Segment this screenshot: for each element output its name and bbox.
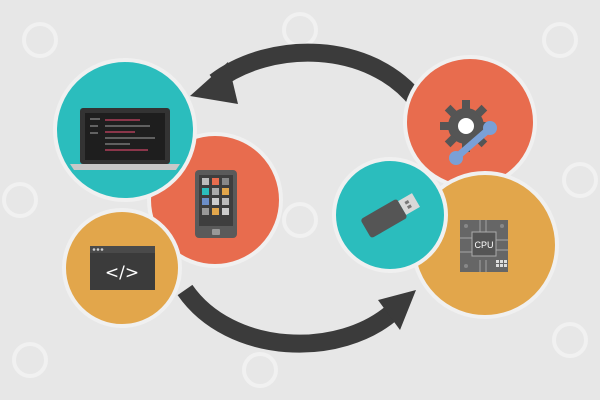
usb-drive-icon (361, 193, 420, 238)
top-arrow (190, 43, 426, 108)
bottom-arrow (177, 284, 416, 353)
tablet-icon (195, 170, 237, 238)
cpu-chip-icon: CPU (460, 220, 508, 272)
code-window-icon: </> (90, 246, 155, 290)
laptop-icon (70, 108, 180, 170)
code-symbol: </> (105, 263, 139, 283)
gear-wrench-icon (440, 100, 497, 165)
background-pattern (2, 12, 598, 388)
cpu-label: CPU (474, 240, 493, 250)
